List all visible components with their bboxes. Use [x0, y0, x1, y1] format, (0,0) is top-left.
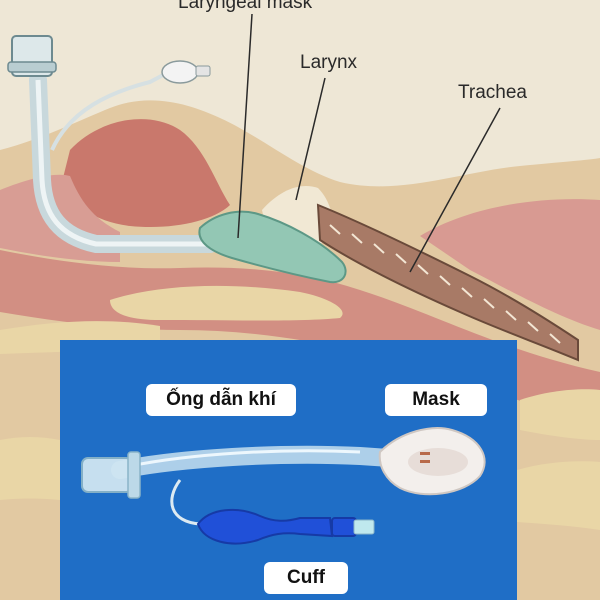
trachea-rings — [329, 224, 561, 344]
device-connector-flange — [127, 451, 141, 499]
laryngeal-mask-cuff — [198, 210, 347, 284]
device-drawing — [60, 340, 517, 600]
device-mask-bar-1 — [420, 452, 430, 455]
device-photo: Ống dẫn khí Mask Cuff — [60, 340, 517, 600]
vertebra-bottom-right — [517, 461, 600, 530]
device-mask-bowl — [408, 448, 468, 476]
laryngeal-mask-label: Laryngeal mask — [178, 0, 313, 13]
pilot-valve — [195, 65, 211, 77]
airway-tube-highlight — [35, 79, 210, 247]
mask-tag: Mask — [385, 384, 487, 416]
device-shaft — [111, 445, 399, 479]
device-mask-bar-2 — [420, 460, 430, 463]
tube-tag: Ống dẫn khí — [146, 384, 296, 416]
esophagus-region — [420, 199, 600, 330]
larynx-pointer-line — [295, 77, 326, 201]
trachea-pointer-line — [409, 107, 501, 273]
vertebra-bottom-left — [0, 437, 60, 500]
tube-connector-ring — [7, 61, 57, 73]
device-pilot-line — [170, 479, 201, 526]
vertebra-right — [520, 389, 600, 440]
larynx-label: Larynx — [300, 52, 358, 73]
vertebra-upper — [110, 285, 343, 321]
pilot-balloon — [161, 60, 199, 84]
mask-pointer-line — [237, 13, 253, 239]
device-connector — [81, 457, 133, 493]
device-shaft-shine — [129, 449, 361, 468]
tongue — [62, 119, 230, 228]
trachea-label: Trachea — [458, 82, 527, 103]
device-cuff-valve — [331, 517, 357, 537]
device-cuff-tip — [353, 519, 375, 535]
cuff-tag: Cuff — [264, 562, 348, 594]
inflation-line — [50, 72, 166, 151]
